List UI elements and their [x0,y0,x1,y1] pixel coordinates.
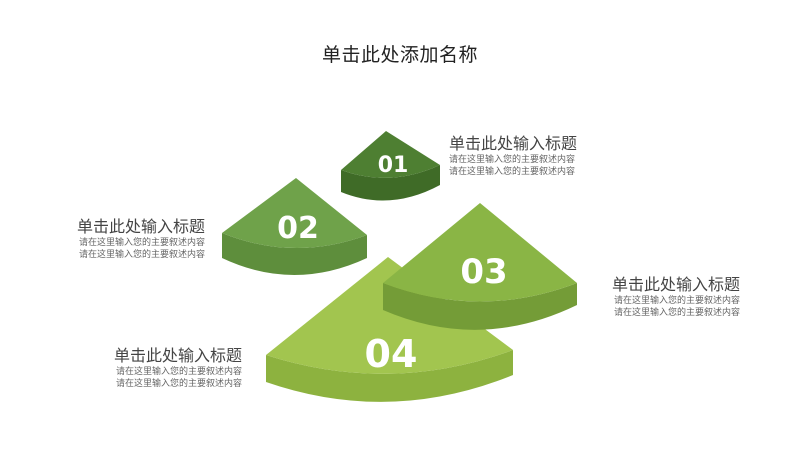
label-03-desc-2[interactable]: 请在这里输入您的主要叙述内容 [613,308,740,318]
label-03-heading[interactable]: 单击此处输入标题 [611,275,740,294]
label-04-desc-1[interactable]: 请在这里输入您的主要叙述内容 [115,367,242,377]
wedge-01-top [341,131,440,178]
wedge-04-side [266,350,513,402]
label-01: 单击此处输入标题 请在这里输入您的主要叙述内容 请在这里输入您的主要叙述内容 [449,134,577,178]
wedge-04[interactable]: 04 [266,257,513,402]
wedge-01-number: 01 [378,153,409,178]
label-01-desc-2[interactable]: 请在这里输入您的主要叙述内容 [449,167,576,177]
label-04-desc-2[interactable]: 请在这里输入您的主要叙述内容 [115,379,242,389]
label-04-heading[interactable]: 单击此处输入标题 [113,346,242,365]
wedge-02-side [222,233,367,275]
wedge-03-top [383,203,577,302]
slide-title[interactable]: 单击此处添加名称 [321,44,478,66]
label-02: 单击此处输入标题 请在这里输入您的主要叙述内容 请在这里输入您的主要叙述内容 [62,217,205,261]
label-03-desc-1[interactable]: 请在这里输入您的主要叙述内容 [613,296,740,306]
label-01-desc-1[interactable]: 请在这里输入您的主要叙述内容 [449,155,576,165]
wedge-02-number: 02 [277,211,319,246]
wedge-04-number: 04 [365,332,418,376]
label-02-desc-1[interactable]: 请在这里输入您的主要叙述内容 [78,238,205,248]
wedge-01[interactable]: 01 [341,131,440,201]
wedge-02[interactable]: 02 [222,178,367,275]
wedge-01-side [341,165,440,201]
label-02-heading[interactable]: 单击此处输入标题 [76,217,205,236]
wedge-03-number: 03 [460,252,507,292]
wedge-03-side [383,283,577,330]
label-04: 单击此处输入标题 请在这里输入您的主要叙述内容 请在这里输入您的主要叙述内容 [99,346,242,390]
wedge-04-top [266,257,513,374]
label-03: 单击此处输入标题 请在这里输入您的主要叙述内容 请在这里输入您的主要叙述内容 [597,275,740,319]
label-01-heading[interactable]: 单击此处输入标题 [449,134,578,153]
label-02-desc-2[interactable]: 请在这里输入您的主要叙述内容 [78,250,205,260]
wedge-03[interactable]: 03 [383,203,577,330]
wedge-02-top [222,178,367,249]
